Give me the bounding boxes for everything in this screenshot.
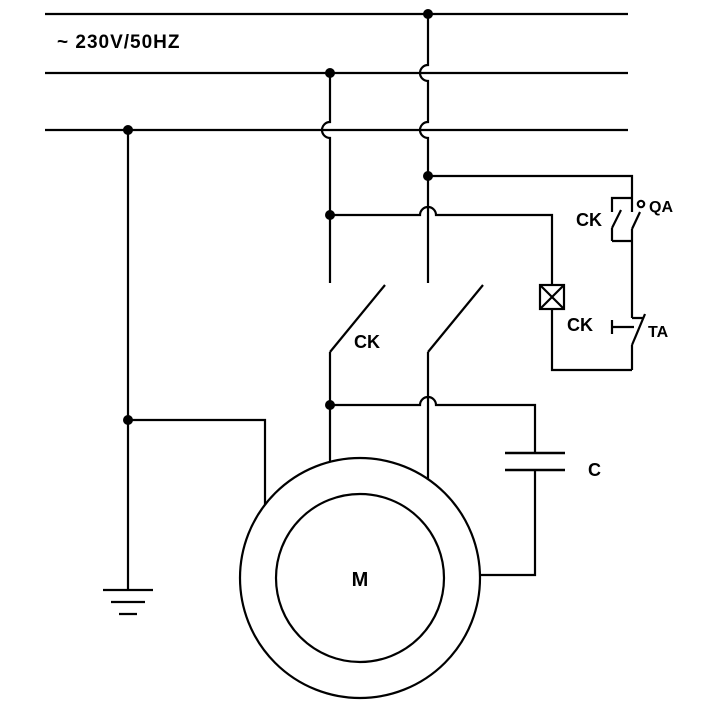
supply-lines-group [45,12,628,132]
junction-dots-group [123,9,433,425]
feeder-wire-right [418,14,430,283]
holding-branch-wire [610,196,632,243]
contact-blade-left [329,284,386,353]
start-button-label: QA [649,199,673,216]
holding-contact-label: CK [576,210,602,230]
control-feed-wire [428,174,634,197]
labels-group: ~ 230V/50HZ CK CK QA TA CK C M [57,32,673,591]
start-button-contact [630,197,641,242]
motor-group [238,456,482,700]
junction-dot [423,9,433,19]
stop-button-contact [630,313,647,370]
holding-contact-blade [611,209,622,229]
contactor-main-contacts [328,284,484,479]
motor-label: M [352,569,369,591]
capacitor-feed-wire [330,395,537,453]
motor-outer-circle [238,456,482,700]
junction-dot [123,415,133,425]
coil-feed-wire [330,205,554,285]
coil-label: CK [567,315,593,335]
control-circuit-group [330,174,647,372]
capacitor-branch-group [330,395,565,577]
feeder-wires-group [320,14,430,283]
junction-dot [123,125,133,135]
junction-dot [325,68,335,78]
supply-voltage-label: ~ 230V/50HZ [57,32,181,53]
stop-button-label: TA [648,324,669,341]
earth-group [103,130,267,616]
contactor-coil-cross [539,284,565,310]
contact-blade-right [427,284,484,353]
capacitor-plates [505,451,565,472]
junction-dot [423,171,433,181]
main-contacts-label: CK [354,332,380,352]
ground-symbol [103,588,153,616]
stop-button-operator [610,320,634,334]
feeder-wire-left [320,73,332,283]
junction-dot [325,210,335,220]
junction-dot [325,400,335,410]
motor-frame-wire [128,418,267,505]
motor-inner-circle [274,492,446,664]
start-button-operator [636,199,646,209]
coil-return-wire [550,309,632,372]
capacitor-to-motor-wire [480,470,537,577]
capacitor-label: C [588,460,601,480]
